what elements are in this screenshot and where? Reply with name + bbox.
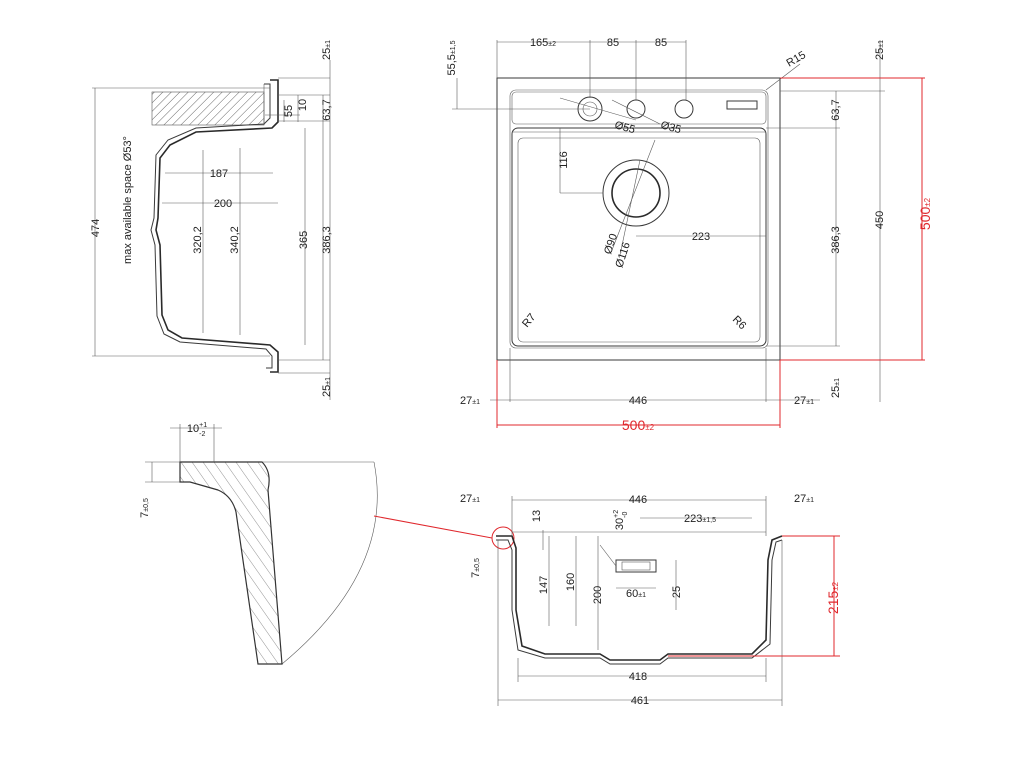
section-dim-215: 215±2 (825, 581, 841, 614)
bowl-outer (511, 127, 767, 347)
side-dim-55: 55 (283, 105, 295, 117)
detail-view: 10+1-2 7±0,5 (139, 422, 378, 665)
sink-profile-inner (150, 83, 273, 369)
section-dim-13: 13 (531, 510, 543, 522)
top-dim-500-horizontal: 500±2 (622, 417, 655, 433)
top-radius-r7: R7 (520, 311, 538, 329)
top-view: 55,5±1,5 165±2 85 85 R15 25±1 63,7 450 5… (446, 37, 933, 433)
top-dim-85-a: 85 (607, 37, 619, 49)
top-dia-55: Ø55 (613, 119, 636, 136)
section-dim-60: 60±1 (626, 588, 646, 600)
detail-dim-7: 7±0,5 (139, 498, 151, 518)
section-dim-160: 160 (565, 573, 577, 591)
top-dim-386-3: 386,3 (830, 226, 842, 254)
section-dim-200: 200 (592, 586, 604, 604)
section-view: 27±1 446 27±1 13 30+2-0 223±1,5 7±0,5 14… (460, 493, 841, 707)
side-dim-340-2: 340,2 (229, 226, 241, 254)
section-profile-inner (496, 539, 783, 665)
top-dim-27-left: 27±1 (460, 395, 480, 407)
top-dim-25-bottom: 25±1 (830, 378, 842, 398)
top-dim-55-5: 55,5±1,5 (446, 40, 458, 75)
section-dim-446: 446 (629, 494, 647, 506)
side-dim-386-3: 386,3 (321, 226, 333, 254)
drain-inner (611, 168, 661, 218)
top-dim-116: 116 (558, 151, 570, 169)
countertop-hatch (151, 91, 265, 126)
detail-dim-10: 10+1-2 (187, 422, 207, 438)
side-dim-25-bottom: 25±1 (321, 377, 333, 397)
side-view: 474 max available space Ø53° 187 200 320… (90, 40, 333, 400)
top-dim-450: 450 (874, 211, 886, 229)
section-dim-27-left: 27±1 (460, 493, 480, 505)
top-radius-r6: R6 (730, 314, 748, 332)
detail-hatched-section (179, 461, 283, 665)
side-dim-187: 187 (210, 168, 228, 180)
section-dim-25: 25 (671, 586, 683, 598)
top-dim-223: 223 (692, 231, 710, 243)
side-dim-320-2: 320,2 (192, 226, 204, 254)
detail-circle-arc (281, 461, 378, 665)
top-dia-35: Ø35 (659, 119, 682, 136)
top-dim-500-vertical: 500±2 (917, 197, 933, 230)
top-dim-63-7: 63,7 (830, 99, 842, 120)
side-dim-10: 10 (297, 99, 309, 111)
sink-profile-outer (155, 79, 279, 373)
top-dim-165: 165±2 (530, 37, 556, 49)
section-dim-147: 147 (538, 576, 550, 594)
top-dim-446: 446 (629, 395, 647, 407)
top-dim-27-right: 27±1 (794, 395, 814, 407)
section-dim-461: 461 (631, 695, 649, 707)
side-dim-365: 365 (298, 231, 310, 249)
sink-rim (509, 89, 769, 349)
tap-hole-3 (674, 99, 694, 119)
section-dim-27-right: 27±1 (794, 493, 814, 505)
section-profile-outer (496, 535, 783, 661)
section-dim-418: 418 (629, 671, 647, 683)
section-dim-223: 223±1,5 (684, 513, 716, 525)
overflow-slot (726, 100, 758, 110)
side-note-max-space: max available space Ø53° (122, 136, 134, 264)
tap-deck (511, 91, 767, 125)
sink-outline (496, 77, 781, 361)
top-dim-85-b: 85 (655, 37, 667, 49)
drain-outer (602, 159, 670, 227)
side-dim-200: 200 (214, 198, 232, 210)
detail-callout-circle (491, 526, 515, 550)
section-dim-30: 30+2-0 (613, 510, 629, 530)
detail-callout-line (373, 515, 493, 539)
top-dim-25-top: 25±1 (874, 40, 886, 60)
side-dim-474: 474 (90, 219, 102, 237)
side-dim-25-top: 25±1 (321, 40, 333, 60)
bowl-inner (517, 137, 761, 343)
side-dim-63-7: 63,7 (321, 99, 333, 120)
section-dim-7: 7±0,5 (470, 558, 482, 578)
